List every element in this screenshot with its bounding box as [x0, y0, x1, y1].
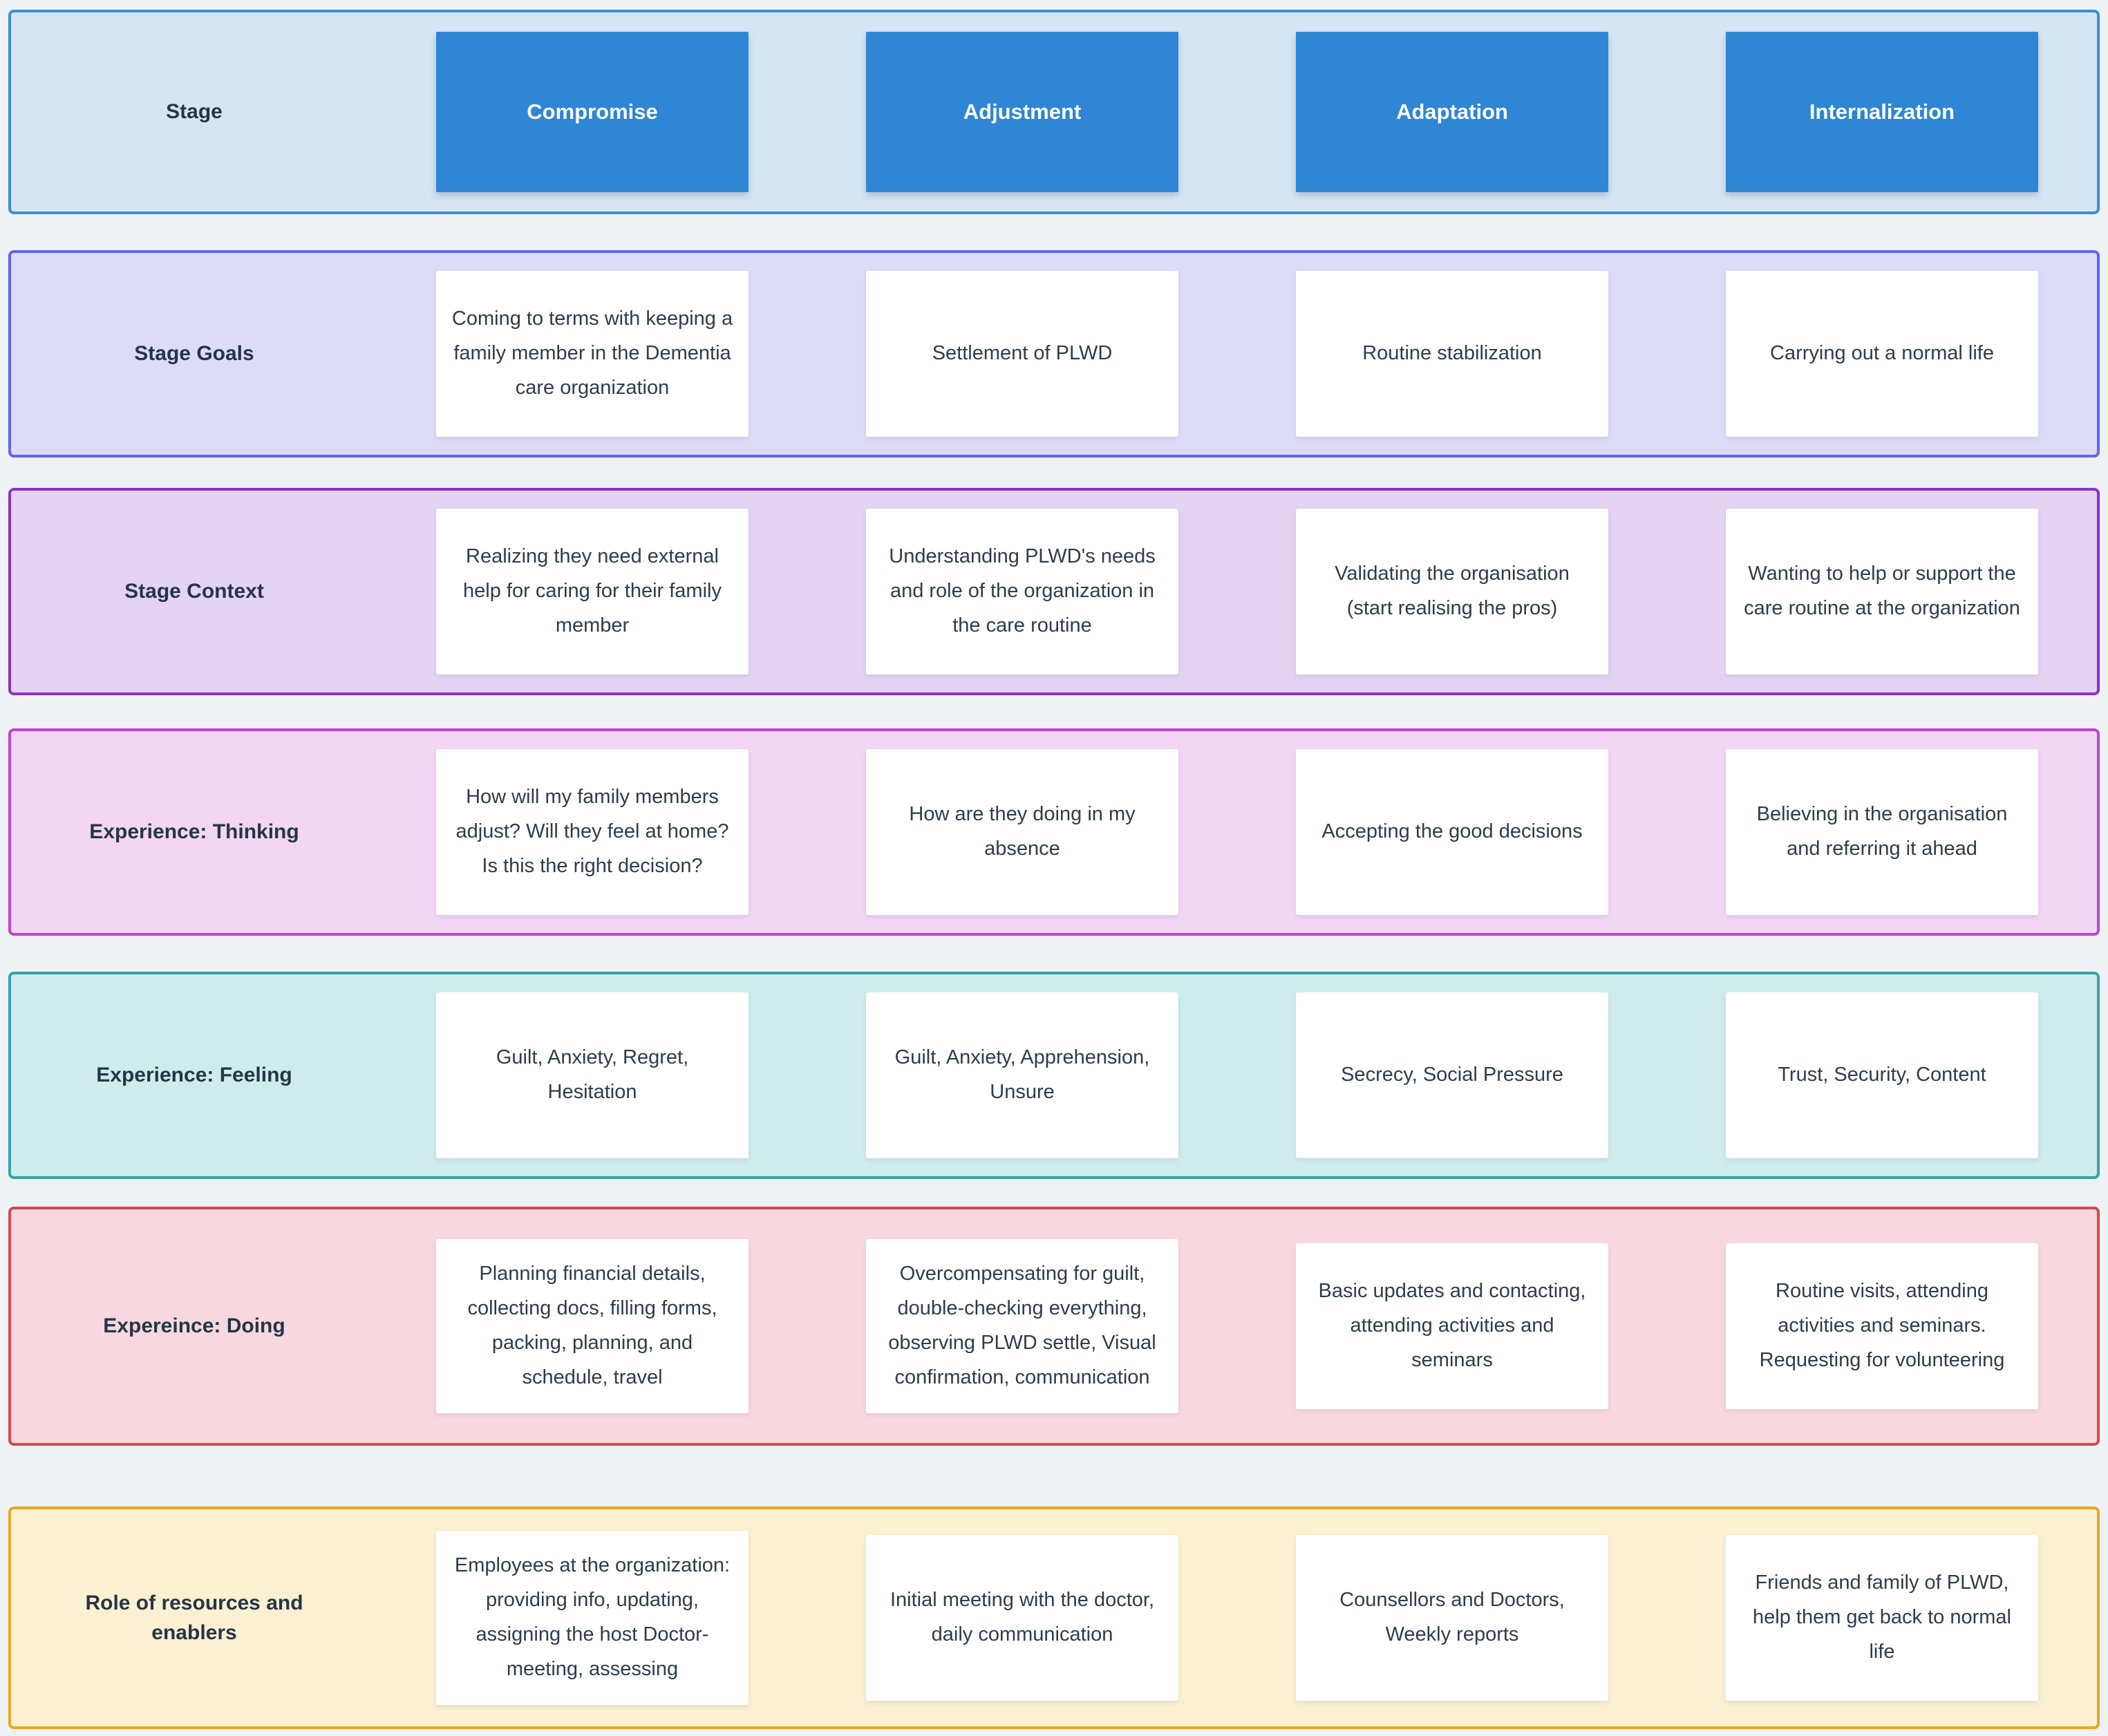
journey-card: Carrying out a normal life: [1726, 271, 2038, 437]
journey-card: Counsellors and Doctors, Weekly reports: [1296, 1535, 1608, 1701]
journey-card: Wanting to help or support the care rout…: [1726, 509, 2038, 674]
row-label-stage-goals: Stage Goals: [134, 342, 254, 366]
row-label-stage-context: Stage Context: [124, 580, 264, 603]
journey-card: Understanding PLWD's needs and role of t…: [866, 509, 1178, 674]
stage-cell-adaptation: Adaptation: [1296, 32, 1608, 192]
row-resources-enablers: Role of resources and enablers Employees…: [8, 1507, 2100, 1729]
row-experience-thinking: Experience: Thinking How will my family …: [8, 728, 2100, 936]
journey-card: Initial meeting with the doctor, daily c…: [866, 1535, 1178, 1701]
journey-card: Guilt, Anxiety, Apprehension, Unsure: [866, 992, 1178, 1158]
row-stage-goals: Stage Goals Coming to terms with keeping…: [8, 250, 2100, 457]
journey-card: Believing in the organisation and referr…: [1726, 749, 2038, 915]
row-stage-context: Stage Context Realizing they need extern…: [8, 488, 2100, 695]
journey-card: How will my family members adjust? Will …: [436, 749, 749, 915]
journey-card: Validating the organisation (start reali…: [1296, 509, 1608, 674]
journey-card: Employees at the organization: providing…: [436, 1531, 749, 1705]
journey-card: Basic updates and contacting, attending …: [1296, 1243, 1608, 1409]
journey-card: Trust, Security, Content: [1726, 992, 2038, 1158]
row-label-stage: Stage: [166, 100, 223, 124]
stage-cell-internalization: Internalization: [1726, 32, 2038, 192]
journey-card: Coming to terms with keeping a family me…: [436, 271, 749, 437]
journey-card: Friends and family of PLWD, help them ge…: [1726, 1535, 2038, 1701]
row-label-experience-feeling: Experience: Feeling: [96, 1064, 292, 1087]
stage-cell-compromise: Compromise: [436, 32, 749, 192]
journey-card: Accepting the good decisions: [1296, 749, 1608, 915]
journey-card: Overcompensating for guilt, double-check…: [866, 1239, 1178, 1413]
stage-cell-adjustment: Adjustment: [866, 32, 1178, 192]
row-label-resources-enablers: Role of resources and enablers: [85, 1591, 303, 1645]
row-stage: Stage Compromise Adjustment Adaptation I…: [8, 10, 2100, 214]
journey-card: Realizing they need external help for ca…: [436, 509, 749, 674]
row-experience-feeling: Experience: Feeling Guilt, Anxiety, Regr…: [8, 972, 2100, 1179]
journey-card: Settlement of PLWD: [866, 271, 1178, 437]
journey-card: Planning financial details, collecting d…: [436, 1239, 749, 1413]
journey-card: Routine stabilization: [1296, 271, 1608, 437]
journey-card: Routine visits, attending activities and…: [1726, 1243, 2038, 1409]
journey-card: Secrecy, Social Pressure: [1296, 992, 1608, 1158]
journey-card: Guilt, Anxiety, Regret, Hesitation: [436, 992, 749, 1158]
row-label-experience-doing: Expereince: Doing: [103, 1314, 285, 1338]
row-experience-doing: Expereince: Doing Planning financial det…: [8, 1207, 2100, 1446]
row-label-experience-thinking: Experience: Thinking: [89, 820, 299, 844]
journey-card: How are they doing in my absence: [866, 749, 1178, 915]
